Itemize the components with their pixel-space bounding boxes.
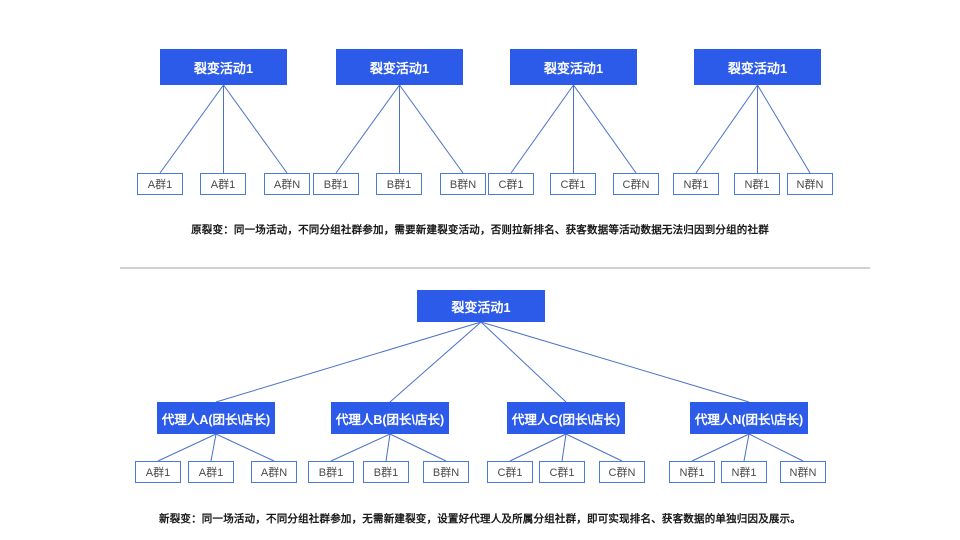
edge-old-3-a [510,84,574,174]
new-agent-b[interactable]: 代理人B(团长\店长) [331,402,449,434]
new-agent-n-leaf-2-label: N群1 [731,467,757,479]
edge-old-3-c [573,84,637,174]
old-tree-4-leaf-2[interactable]: N群1 [734,173,780,195]
old-tree-2-leaf-1-label: B群1 [323,179,349,191]
new-agent-a-label: 代理人A(团长\店长) [161,412,271,427]
new-agent-a-leaf-1[interactable]: A群1 [135,461,181,483]
edge-new-root-c [480,321,567,403]
new-agent-a-leaf-3-label: A群N [260,467,288,479]
new-agent-n[interactable]: 代理人N(团长\店长) [690,402,808,434]
new-agent-c-leaf-1[interactable]: C群1 [487,461,533,483]
new-tree-root-label: 裂变活动1 [451,299,511,315]
edge-new-b-1 [330,433,391,462]
old-tree-2-leaf-2-label: B群1 [386,179,412,191]
old-tree-2-leaf-3-label: B群N [449,179,477,191]
old-tree-3-leaf-3[interactable]: C群N [613,173,659,195]
edge-new-n-1 [691,433,750,462]
edge-new-root-d [480,321,750,403]
new-agent-b-leaf-3[interactable]: B群N [423,461,469,483]
edge-new-b-2 [385,433,391,462]
new-agent-b-leaf-3-label: B群N [432,467,460,479]
edge-old-2-c [399,84,464,174]
old-tree-4-root[interactable]: 裂变活动1 [694,49,821,85]
edge-new-c-2 [561,433,567,462]
section-divider [120,267,870,269]
new-agent-n-label: 代理人N(团长\店长) [694,412,804,427]
edge-new-n-3 [748,433,804,462]
old-tree-3-leaf-1[interactable]: C群1 [488,173,534,195]
new-agent-a-leaf-2-label: A群1 [198,467,224,479]
new-agent-c-label: 代理人C(团长\店长) [511,412,621,427]
old-tree-1-root-label: 裂变活动1 [193,60,254,76]
new-agent-a-leaf-2[interactable]: A群1 [188,461,234,483]
edge-new-c-3 [565,433,623,462]
old-tree-1-leaf-1[interactable]: A群1 [137,173,183,195]
new-agent-n-leaf-1-label: N群1 [679,467,705,479]
new-agent-b-leaf-2-label: B群1 [373,467,399,479]
new-tree-root[interactable]: 裂变活动1 [417,290,545,322]
old-tree-1-leaf-2-label: A群1 [210,179,236,191]
edge-new-a-2 [210,433,217,462]
old-tree-2-leaf-2[interactable]: B群1 [376,173,422,195]
edge-new-root-b [389,321,482,403]
edge-new-n-2 [743,433,750,462]
old-tree-2-root[interactable]: 裂变活动1 [336,49,463,85]
new-agent-b-leaf-1-label: B群1 [318,467,344,479]
new-agent-n-leaf-3-label: N群N [789,467,817,479]
edge-new-a-1 [157,433,217,462]
edge-new-root-a [215,321,482,403]
old-tree-3-root[interactable]: 裂变活动1 [510,49,637,85]
old-tree-1-leaf-1-label: A群1 [147,179,173,191]
edge-old-1-c [223,84,288,174]
new-agent-c-leaf-2[interactable]: C群1 [539,461,585,483]
new-agent-a[interactable]: 代理人A(团长\店长) [157,402,275,434]
new-agent-c-leaf-3[interactable]: C群N [599,461,645,483]
new-agent-n-leaf-1[interactable]: N群1 [669,461,715,483]
new-agent-a-leaf-3[interactable]: A群N [251,461,297,483]
old-tree-4-leaf-1-label: N群1 [683,179,709,191]
old-tree-4-root-label: 裂变活动1 [727,60,788,76]
new-agent-c-leaf-3-label: C群N [608,467,636,479]
edge-new-a-3 [215,433,275,462]
old-tree-1-leaf-3[interactable]: A群N [264,173,310,195]
old-tree-3-leaf-3-label: C群N [622,179,650,191]
old-section-caption: 原裂变：同一场活动，不同分组社群参加，需要新建裂变活动，否则拉新排名、获客数据等… [191,224,769,236]
old-tree-4-leaf-2-label: N群1 [744,179,770,191]
old-tree-3-leaf-1-label: C群1 [498,179,524,191]
old-tree-2-leaf-1[interactable]: B群1 [313,173,359,195]
new-agent-c[interactable]: 代理人C(团长\店长) [507,402,625,434]
old-tree-3-leaf-2[interactable]: C群1 [550,173,596,195]
old-tree-2-root-label: 裂变活动1 [369,60,430,76]
old-tree-4-leaf-3-label: N群N [796,179,824,191]
old-tree-1-root[interactable]: 裂变活动1 [160,49,287,85]
edge-old-4-c [757,84,811,174]
new-agent-n-leaf-3[interactable]: N群N [780,461,826,483]
new-agent-b-label: 代理人B(团长\店长) [335,412,445,427]
new-agent-a-leaf-1-label: A群1 [145,467,171,479]
edge-old-2-a [335,84,400,174]
new-agent-b-leaf-1[interactable]: B群1 [308,461,354,483]
old-tree-4-leaf-3[interactable]: N群N [787,173,833,195]
new-agent-c-leaf-1-label: C群1 [497,467,523,479]
old-tree-1-leaf-3-label: A群N [273,179,301,191]
new-agent-n-leaf-2[interactable]: N群1 [721,461,767,483]
edge-new-b-3 [389,433,447,462]
old-tree-3-leaf-2-label: C群1 [560,179,586,191]
edge-old-1-a [159,84,224,174]
new-agent-b-leaf-2[interactable]: B群1 [363,461,409,483]
old-tree-2-leaf-3[interactable]: B群N [440,173,486,195]
new-section-caption: 新裂变：同一场活动，不同分组社群参加，无需新建裂变，设置好代理人及所属分组社群，… [159,513,801,525]
edge-old-4-a [695,84,758,174]
old-tree-4-leaf-1[interactable]: N群1 [673,173,719,195]
edge-new-c-1 [509,433,567,462]
new-agent-c-leaf-2-label: C群1 [549,467,575,479]
old-tree-3-root-label: 裂变活动1 [543,60,604,76]
old-tree-1-leaf-2[interactable]: A群1 [200,173,246,195]
